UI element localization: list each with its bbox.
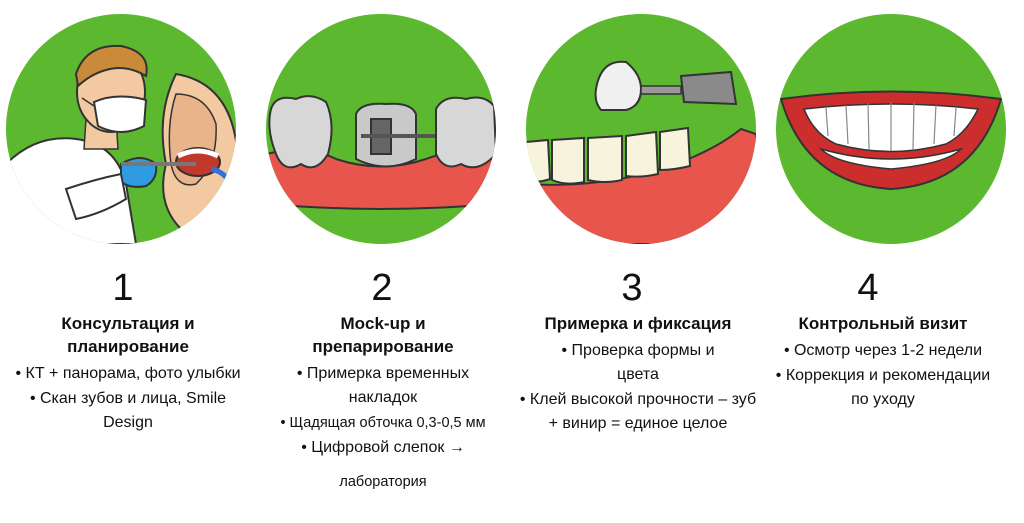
dentist-consultation-icon [6, 44, 236, 244]
step-2-item-3: • Цифровой слепок → [301, 439, 465, 456]
step-4-column: Контрольный визит • Осмотр через 1-2 нед… [758, 312, 1008, 413]
step-3-item-1: • Проверка формы и цвета [561, 342, 715, 383]
step-3-number: 3 [621, 267, 643, 309]
step-2-item-4: лаборатория [339, 474, 427, 490]
step-2-title: Mock-up и препарирование [312, 314, 454, 356]
step-3-column: Примерка и фиксация • Проверка формы и ц… [518, 312, 758, 437]
step-2-item-2: • Щадящая обточка 0,3‑0,5 мм [280, 415, 486, 431]
tooth-preparation-icon [266, 95, 496, 210]
step-1-item-1: • КТ + панорама, фото улыбки [15, 365, 241, 382]
step-4-illustration [776, 14, 1006, 244]
step-1-item-2: • Скан зубов и лица, Smile Design [29, 390, 227, 431]
veneer-fitting-icon [526, 60, 756, 244]
step-1-column: Консультация и планирование • КТ + панор… [3, 312, 253, 436]
step-1-illustration [6, 14, 236, 244]
step-4-item-1: • Осмотр через 1-2 недели [783, 342, 983, 359]
step-2-item-1: • Примерка временных накладок [296, 365, 470, 406]
step-2-column: Mock-up и препарирование • Примерка врем… [258, 312, 508, 495]
step-4-title: Контрольный визит [798, 314, 968, 333]
smile-icon [779, 90, 1003, 191]
step-4-number: 4 [857, 267, 879, 309]
step-2-illustration [266, 14, 496, 244]
step-3-illustration [526, 14, 756, 244]
step-3-item-2: • Клей высокой прочности – зуб + винир =… [519, 391, 757, 432]
step-4-item-2: • Коррекция и рекомендации по уходу [775, 367, 991, 408]
step-1-title: Консультация и планирование [61, 314, 195, 356]
step-1-number: 1 [112, 267, 134, 309]
step-2-number: 2 [371, 267, 393, 309]
step-3-title: Примерка и фиксация [544, 314, 732, 333]
